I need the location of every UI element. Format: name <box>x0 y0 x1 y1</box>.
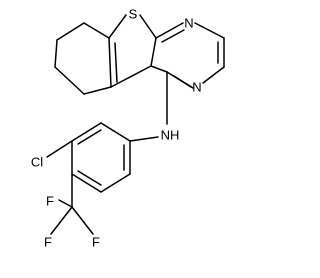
bond <box>83 86 112 95</box>
chemical-structure: S N N NH Cl F F F <box>31 7 225 250</box>
bond <box>50 206 73 235</box>
bond <box>150 37 157 67</box>
bond <box>108 37 112 88</box>
bond <box>58 199 73 208</box>
bond <box>100 122 131 142</box>
bond <box>110 65 152 88</box>
bond <box>56 22 85 41</box>
bonds <box>46 14 225 235</box>
bond <box>108 14 127 39</box>
bond <box>54 39 58 68</box>
atom-cl: Cl <box>31 155 43 170</box>
bond <box>46 140 73 158</box>
bond <box>114 42 118 83</box>
bond <box>194 22 225 39</box>
atom-n-top: N <box>184 16 193 31</box>
bond <box>83 22 110 39</box>
bond <box>173 75 194 89</box>
bond <box>77 129 102 145</box>
atom-f-3: F <box>92 235 100 250</box>
bond <box>129 136 159 142</box>
atom-s: S <box>129 7 138 22</box>
bond <box>155 22 184 39</box>
bond <box>77 170 102 186</box>
bond <box>202 66 225 84</box>
atom-f-1: F <box>46 194 54 209</box>
atom-labels: S N N NH Cl F F F <box>31 7 202 250</box>
atom-nh: NH <box>161 128 180 143</box>
atom-n-right: N <box>192 80 201 95</box>
bond <box>71 122 102 142</box>
atom-f-2: F <box>44 235 52 250</box>
bond <box>150 65 168 73</box>
bond <box>161 29 185 43</box>
bond <box>139 14 157 39</box>
bond <box>54 66 85 95</box>
bond <box>71 206 94 235</box>
bond <box>71 173 102 193</box>
bond <box>100 173 131 193</box>
